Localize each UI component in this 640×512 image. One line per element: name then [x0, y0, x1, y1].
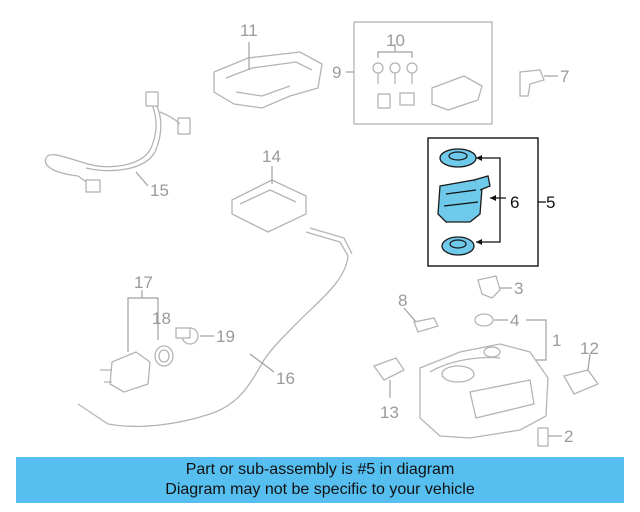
callout-14: 14 [262, 147, 281, 166]
part-12-module [563, 353, 600, 395]
part-8-clip [403, 307, 439, 333]
callout-17: 17 [134, 273, 153, 292]
part-4-ring [474, 313, 508, 327]
banner-line-1: Part or sub-assembly is #5 in diagram [185, 461, 455, 478]
callout-9: 9 [332, 63, 341, 82]
callout-16: 16 [276, 369, 295, 388]
callout-6: 6 [510, 193, 519, 212]
part-3-valve [477, 275, 512, 299]
part-19-fitting [175, 327, 214, 345]
callout-19: 19 [216, 327, 235, 346]
callout-4: 4 [510, 311, 519, 330]
part-2-bolt [537, 427, 562, 447]
callout-7: 7 [560, 67, 569, 86]
callout-11: 11 [240, 21, 258, 40]
part-17-valve [100, 290, 159, 393]
part-18-seal [154, 345, 174, 367]
callout-2: 2 [564, 427, 573, 446]
callout-5: 5 [546, 193, 555, 212]
part-16-line [77, 227, 353, 428]
part-15-harness [44, 91, 191, 193]
callout-10: 10 [386, 31, 405, 50]
banner-line-2: Diagram may not be specific to your vehi… [165, 481, 475, 498]
part-1-fuel-tank [419, 343, 549, 439]
callout-13: 13 [380, 403, 399, 422]
info-banner: Part or sub-assembly is #5 in diagram Di… [16, 457, 624, 503]
part-7-connector [519, 69, 558, 97]
callout-15: 15 [150, 181, 169, 200]
part-5-fuel-pump-assembly [427, 137, 546, 267]
part-13-sensor [372, 357, 405, 398]
callout-12: 12 [580, 339, 599, 358]
part-9-10-kit [346, 21, 493, 125]
part-11-cover [213, 42, 323, 109]
callout-8: 8 [398, 291, 407, 310]
part-14-bracket [231, 166, 307, 233]
callout-18: 18 [152, 309, 171, 328]
callout-1: 1 [552, 331, 561, 350]
callout-3: 3 [514, 279, 523, 298]
